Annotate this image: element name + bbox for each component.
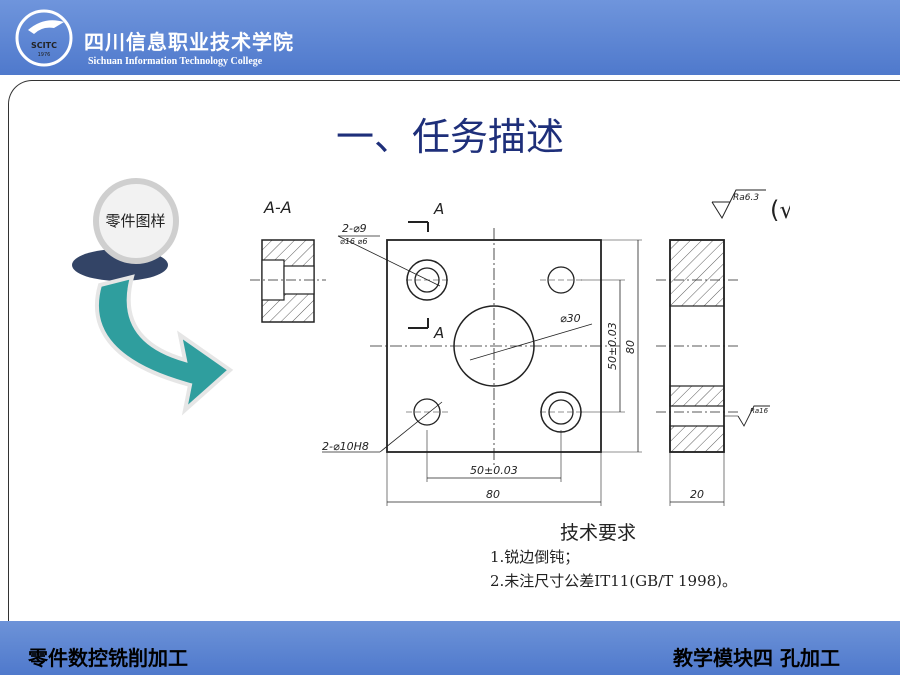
- course-title: 零件数控铣削加工: [28, 646, 188, 670]
- dim-inner-h: 50±0.03: [470, 464, 518, 477]
- requirements-title: 技术要求: [560, 522, 637, 544]
- part-drawing: A-A A A 2-⌀9 ⌀16 ⌀6 ⌀30 2-⌀10: [250, 189, 790, 506]
- dim-inner-v: 50±0.03: [606, 322, 619, 370]
- college-logo: SCITC 1976: [15, 9, 73, 67]
- roughness-main: Ra6.3: [733, 193, 759, 203]
- front-view: A A 2-⌀9 ⌀16 ⌀6 ⌀30 2-⌀10H8 50±0.03 80 5…: [322, 200, 642, 506]
- badge-label: 零件图样: [105, 212, 166, 230]
- page-title: 一、任务描述: [335, 115, 564, 159]
- roughness-symbol: Ra6.3 (√): [711, 189, 790, 224]
- content-frame: [8, 80, 900, 641]
- logo-text: SCITC: [31, 41, 57, 50]
- college-name-en: Sichuan Information Technology College: [88, 56, 263, 67]
- hole-fit-label: 2-⌀10H8: [322, 440, 369, 453]
- side-view: 20 Ra16: [656, 239, 770, 506]
- module-title: 教学模块四 孔加工: [673, 646, 840, 670]
- logo-year: 1976: [38, 52, 51, 58]
- footer-bar: [0, 621, 900, 675]
- cut-mark-bottom: A: [433, 324, 444, 342]
- requirement-item: 1.锐边倒钝；: [490, 548, 580, 566]
- dim-outer-h: 80: [486, 488, 500, 501]
- section-label: A-A: [263, 198, 292, 217]
- dim-outer-v: 80: [624, 340, 637, 354]
- badge-arrow-graphic: [72, 178, 234, 416]
- college-name-cn: 四川信息职业技术学院: [84, 30, 294, 54]
- badge-circle: [93, 178, 179, 264]
- section-view: [250, 239, 326, 323]
- hole-count-label: 2-⌀9: [342, 222, 367, 235]
- counterbore-label: ⌀16 ⌀6: [340, 237, 367, 246]
- requirement-item: 2.未注尺寸公差IT11(GB/T 1998)。: [490, 572, 738, 590]
- header-bar: [0, 0, 900, 75]
- curved-arrow-icon: [94, 274, 234, 416]
- big-hole-label: ⌀30: [560, 312, 581, 325]
- cut-mark-top: A: [433, 200, 444, 218]
- roughness-hole: Ra16: [750, 407, 769, 415]
- roughness-rest: (√): [770, 196, 790, 224]
- dim-side-w: 20: [690, 488, 704, 501]
